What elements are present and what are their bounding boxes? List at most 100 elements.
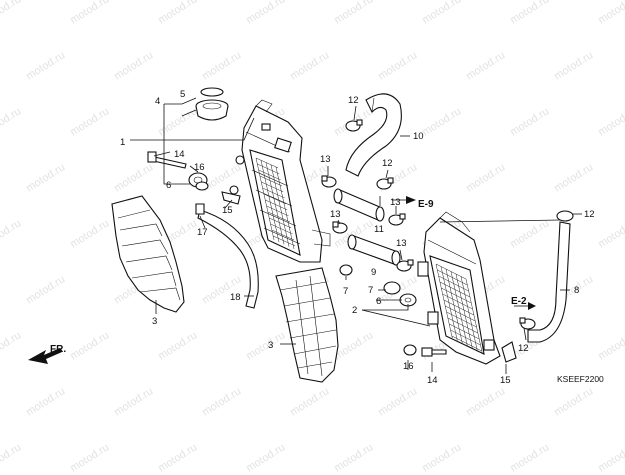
callout-3a: 3 bbox=[152, 316, 157, 327]
callout-13c: 13 bbox=[330, 209, 341, 220]
core-fin-line bbox=[460, 276, 478, 351]
reference-arrow-e2 bbox=[514, 302, 536, 310]
core-fin-line bbox=[455, 273, 473, 349]
core-fin-line bbox=[260, 160, 280, 243]
callout-10: 10 bbox=[413, 131, 424, 142]
core-tube-line bbox=[447, 317, 478, 334]
left-radiator-louver bbox=[111, 195, 185, 313]
joint-pipe-11 bbox=[333, 188, 385, 222]
clip-17 bbox=[195, 203, 205, 215]
left-radiator-core-mesh bbox=[255, 157, 296, 250]
hose-clamp-12c bbox=[556, 210, 574, 222]
core-tube-line bbox=[267, 211, 290, 223]
core-fin-line bbox=[445, 268, 463, 344]
diagram-code: KSEEF2200 bbox=[557, 374, 604, 384]
clip-15b bbox=[501, 341, 517, 363]
callout-8: 8 bbox=[574, 285, 579, 296]
core-fin-line bbox=[435, 263, 453, 339]
hose-clamp-13-lower-left bbox=[332, 221, 348, 234]
callout-16b: 16 bbox=[403, 361, 414, 372]
callout-labels: 4 5 1 14 16 6 15 17 18 3 3 12 10 13 12 1… bbox=[120, 89, 595, 386]
core-tube-line bbox=[270, 223, 293, 235]
callout-12c: 12 bbox=[584, 209, 595, 220]
hose-clamp-13-right bbox=[388, 213, 406, 226]
core-tube-line bbox=[263, 193, 287, 205]
joint-pipe-9 bbox=[347, 234, 401, 266]
callout-7b: 7 bbox=[368, 285, 373, 296]
callout-9: 9 bbox=[371, 267, 376, 278]
clip-15a bbox=[221, 191, 241, 205]
upper-radiator-hose bbox=[345, 93, 402, 177]
callout-15b: 15 bbox=[500, 375, 511, 386]
core-tube-line bbox=[258, 169, 281, 181]
leader-lines bbox=[130, 97, 582, 374]
callout-18: 18 bbox=[230, 292, 241, 303]
core-tube-line bbox=[255, 157, 279, 169]
grommet-16b bbox=[403, 344, 417, 356]
core-tube-line bbox=[441, 287, 472, 304]
core-fin-line bbox=[465, 278, 483, 354]
grommet-7a bbox=[339, 264, 353, 276]
callout-12b: 12 bbox=[382, 158, 393, 169]
core-tube-line bbox=[266, 205, 289, 217]
callout-14b: 14 bbox=[427, 375, 438, 386]
callout-6a: 6 bbox=[166, 180, 171, 191]
core-tube-line bbox=[446, 311, 477, 328]
core-tube-line bbox=[445, 305, 476, 322]
core-tube-line bbox=[449, 323, 480, 340]
core-fin-line bbox=[275, 166, 295, 250]
core-tube-line bbox=[259, 175, 283, 187]
core-tube-line bbox=[273, 235, 296, 247]
reference-e2: E-2 bbox=[511, 296, 527, 307]
callout-13a: 13 bbox=[320, 154, 331, 165]
core-tube-line bbox=[442, 293, 473, 310]
callout-15a: 15 bbox=[222, 205, 233, 216]
callout-6b: 6 bbox=[376, 296, 381, 307]
callout-4: 4 bbox=[155, 96, 160, 107]
callout-5: 5 bbox=[180, 89, 185, 100]
hose-clamp-12a bbox=[345, 119, 363, 132]
reference-e9: E-9 bbox=[418, 199, 434, 210]
core-tube-line bbox=[271, 229, 294, 241]
right-radiator-louver bbox=[275, 267, 339, 383]
bolt-14b bbox=[421, 347, 447, 357]
callout-17: 17 bbox=[197, 227, 208, 238]
callout-12a: 12 bbox=[348, 95, 359, 106]
hose-clamp-13-lower-right bbox=[396, 259, 414, 272]
callout-13d: 13 bbox=[396, 238, 407, 249]
callout-7a: 7 bbox=[343, 286, 348, 297]
callout-16a: 16 bbox=[194, 162, 205, 173]
core-fin-line bbox=[270, 164, 290, 247]
grommet-7b bbox=[383, 281, 401, 295]
core-tube-line bbox=[443, 299, 475, 316]
core-tube-line bbox=[265, 199, 288, 211]
hose-clamp-12d bbox=[519, 317, 536, 330]
core-fin-line bbox=[255, 157, 275, 241]
callout-11: 11 bbox=[374, 224, 384, 235]
hose-clamp-13-upper bbox=[321, 175, 337, 188]
right-radiator-core-mesh bbox=[435, 263, 483, 354]
core-tube-line bbox=[257, 163, 280, 175]
core-fin-line bbox=[440, 266, 458, 341]
radiator-cap bbox=[195, 87, 229, 121]
core-tube-line bbox=[438, 275, 469, 292]
core-tube-line bbox=[435, 263, 467, 280]
bolt-14a bbox=[147, 151, 187, 169]
collar-6a bbox=[195, 181, 209, 191]
front-direction-label: FR. bbox=[50, 344, 66, 355]
core-fin-line bbox=[450, 271, 468, 346]
callout-13b: 13 bbox=[390, 197, 401, 208]
reference-arrow-e9 bbox=[392, 196, 416, 204]
core-tube-line bbox=[262, 187, 285, 199]
core-tube-line bbox=[451, 335, 482, 352]
core-tube-line bbox=[269, 217, 292, 229]
callout-2: 2 bbox=[352, 305, 357, 316]
callout-1: 1 bbox=[120, 137, 125, 148]
core-tube-line bbox=[439, 281, 471, 298]
left-radiator bbox=[229, 99, 331, 263]
core-tube-line bbox=[450, 329, 481, 346]
callout-14a: 14 bbox=[174, 149, 185, 160]
front-direction-arrow bbox=[28, 348, 62, 364]
core-tube-line bbox=[261, 181, 284, 193]
